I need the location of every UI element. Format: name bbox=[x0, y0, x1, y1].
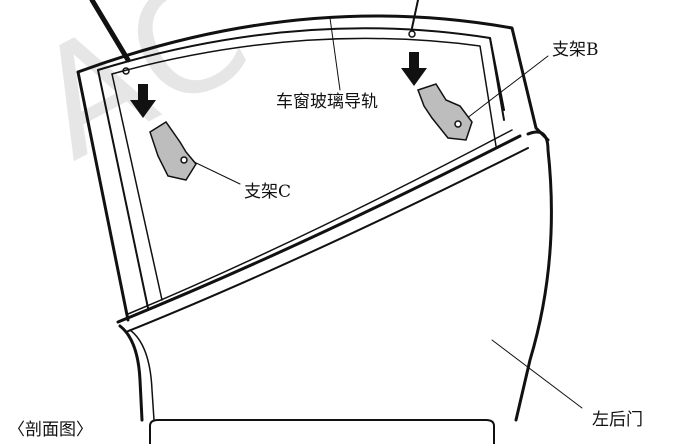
section-view-box bbox=[149, 419, 495, 444]
leader-bracket-b bbox=[461, 55, 549, 123]
bracket-c-icon bbox=[149, 120, 197, 181]
door-panel-left bbox=[118, 324, 144, 422]
door-panel-right bbox=[514, 130, 553, 422]
frame-left-pillar-inner2 bbox=[111, 73, 163, 301]
leader-bracket-c bbox=[189, 159, 241, 185]
frame-left-pillar bbox=[76, 70, 130, 322]
section-view-label: 〈剖面图〉 bbox=[8, 420, 93, 440]
window-frame-inner bbox=[97, 27, 505, 111]
tool-left bbox=[89, 0, 131, 63]
rail-label: 车窗玻璃导轨 bbox=[276, 92, 378, 112]
door-beltline bbox=[116, 134, 522, 324]
down-arrow-icon bbox=[401, 52, 427, 86]
window-frame-outer bbox=[76, 14, 550, 142]
rear-left-door-label: 左后门 bbox=[592, 410, 643, 430]
frame-right-pillar bbox=[489, 37, 505, 121]
leader-rail bbox=[329, 17, 341, 91]
window-glass-top bbox=[111, 37, 497, 147]
down-arrow-icon bbox=[130, 84, 156, 118]
door-beltline-inner bbox=[127, 129, 513, 315]
door-panel-left2 bbox=[129, 329, 155, 421]
tool-right bbox=[411, 0, 419, 29]
bracket-b-icon bbox=[417, 83, 473, 141]
door-beltline-lower bbox=[125, 147, 529, 333]
rail-hole-left bbox=[122, 67, 130, 75]
bracket-b-label: 支架B bbox=[552, 40, 599, 60]
rail-hole-right bbox=[408, 30, 416, 38]
leader-rear-door bbox=[491, 339, 583, 409]
frame-left-pillar-inner bbox=[97, 69, 149, 309]
bracket-c-label: 支架C bbox=[244, 182, 292, 202]
